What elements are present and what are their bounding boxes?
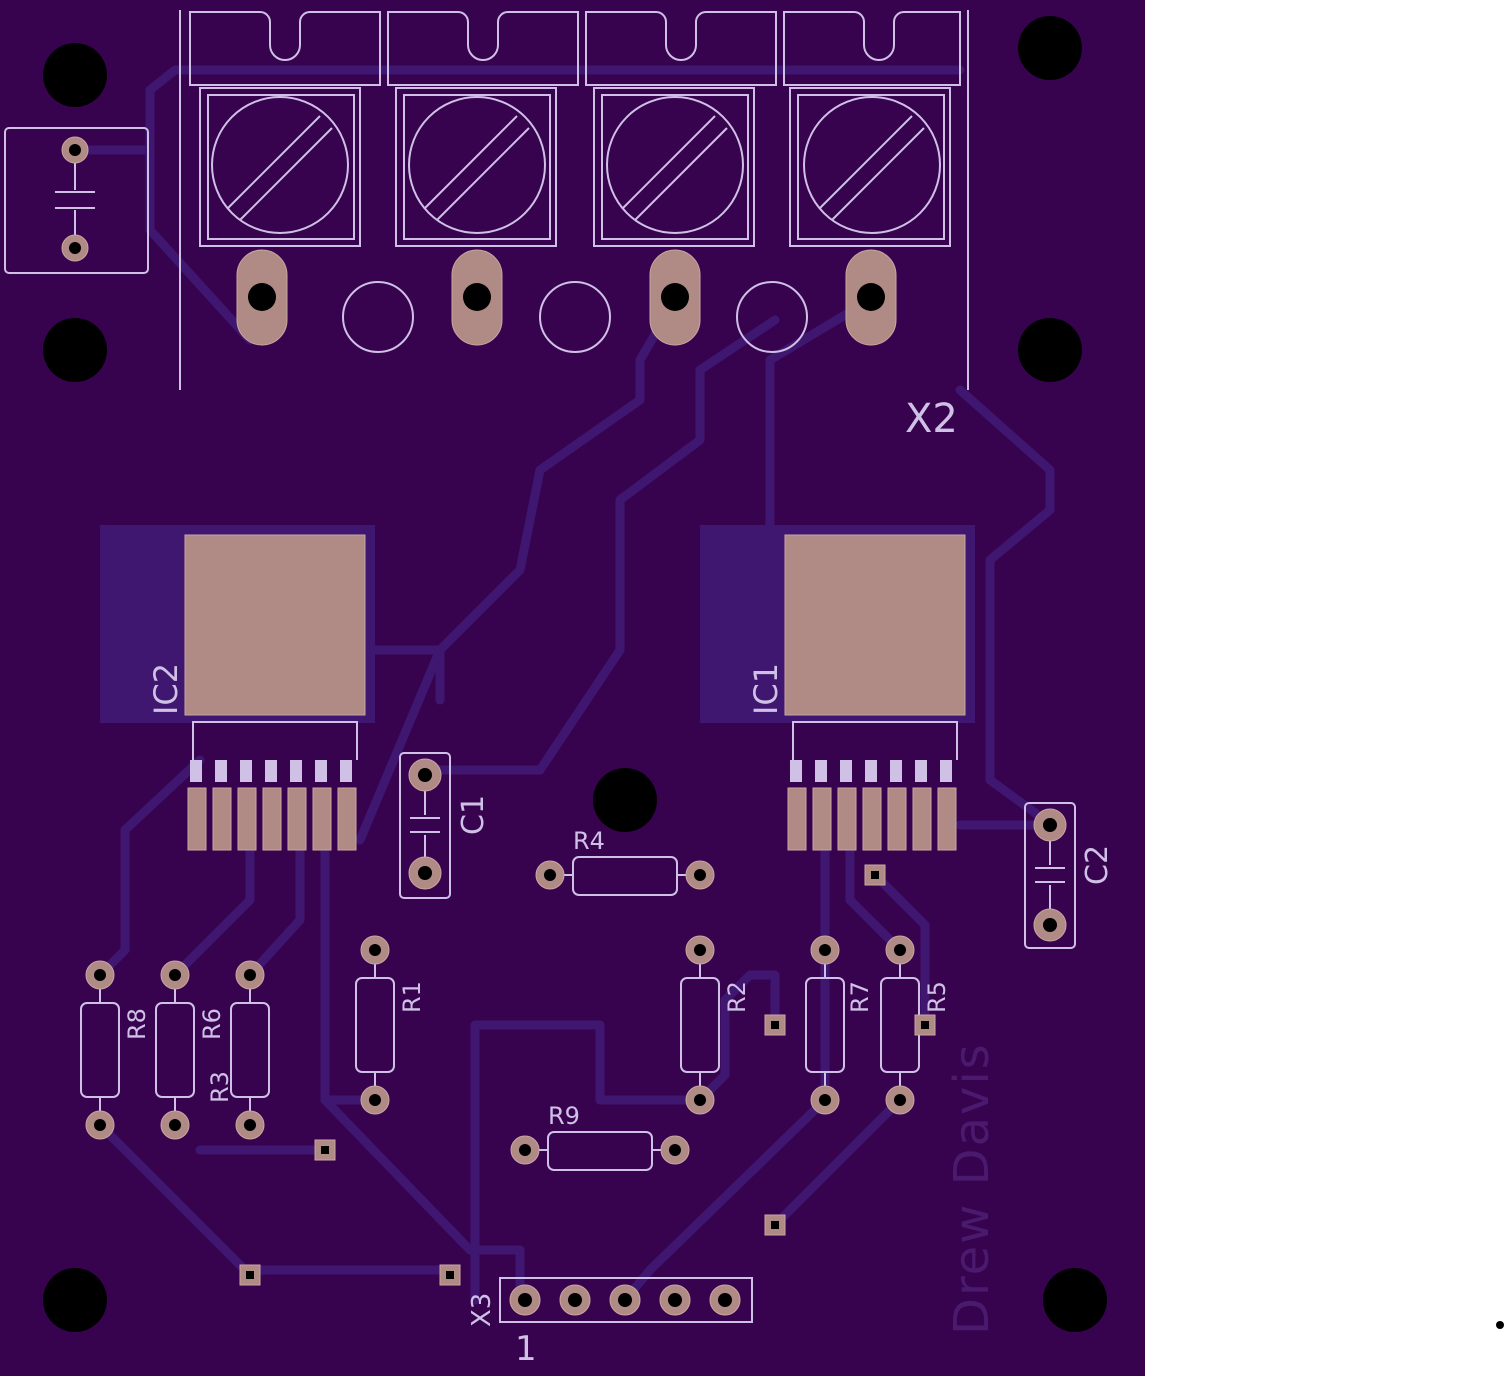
x3-label: X3 xyxy=(467,1293,497,1327)
r1-label: R1 xyxy=(398,981,426,1013)
resistor-r9 xyxy=(510,1131,690,1171)
c1-capacitor xyxy=(399,752,451,899)
r6-label: R6 xyxy=(198,1008,226,1040)
vias xyxy=(239,864,936,1286)
x3-header xyxy=(499,1277,753,1323)
resistor-r5 xyxy=(880,935,920,1115)
x3-pin1-label: 1 xyxy=(515,1329,537,1369)
x2-label: X2 xyxy=(905,396,958,442)
resistor-r8 xyxy=(80,960,120,1140)
r2-label: R2 xyxy=(723,981,751,1013)
c2-label: C2 xyxy=(1080,845,1115,885)
resistor-r6 xyxy=(155,960,195,1140)
r5-label: R5 xyxy=(923,981,951,1013)
ic2-package xyxy=(184,534,366,851)
resistor-r4 xyxy=(535,856,715,896)
r4-label: R4 xyxy=(573,827,605,855)
ic2-label: IC2 xyxy=(147,663,185,715)
resistor-r7 xyxy=(805,935,845,1115)
resistor-r2 xyxy=(680,935,720,1115)
r7-label: R7 xyxy=(846,981,874,1013)
ic1-label: IC1 xyxy=(747,663,785,715)
c2-capacitor xyxy=(1024,802,1076,949)
x2-terminal-block xyxy=(179,10,969,390)
author-signature: Drew Davis xyxy=(944,1042,1000,1335)
c1-label: C1 xyxy=(456,795,491,835)
resistor-r3 xyxy=(230,960,270,1140)
r9-label: R9 xyxy=(548,1102,580,1130)
ic1-package xyxy=(784,534,966,851)
mounting-holes xyxy=(43,16,1504,1332)
resistor-r1 xyxy=(355,935,395,1115)
top-left-capacitor xyxy=(4,127,149,274)
r8-label: R8 xyxy=(123,1008,151,1040)
r3-label: R3 xyxy=(206,1071,234,1103)
